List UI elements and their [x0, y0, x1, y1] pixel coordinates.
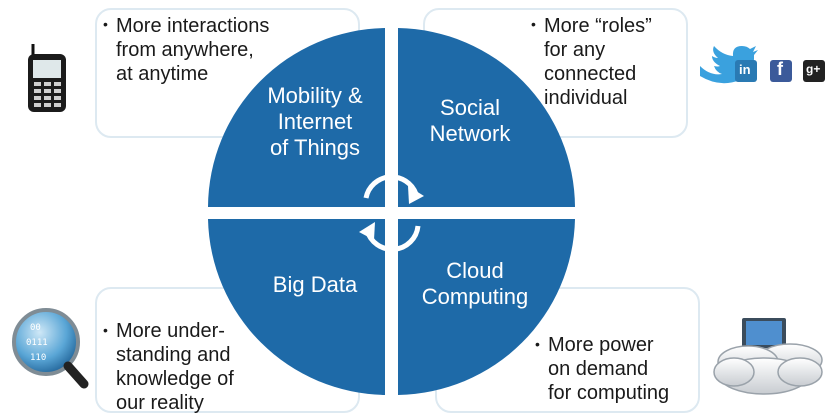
text-line: More “roles”: [544, 15, 652, 37]
quadrant-top-right: [398, 28, 575, 207]
svg-text:0111: 0111: [26, 338, 48, 348]
text-line: for computing: [548, 382, 670, 404]
bullet-top-left: •: [103, 16, 108, 32]
text-line: Big Data: [272, 272, 358, 297]
text-line: from anywhere,: [116, 39, 254, 61]
text-line: More under-: [116, 320, 225, 342]
svg-text:110: 110: [30, 353, 46, 363]
text-line: Cloud: [446, 258, 504, 283]
text-line: Computing: [421, 284, 529, 309]
text-line: More interactions: [116, 15, 270, 37]
quadrant-top-left: [208, 28, 385, 207]
quadrant-label-bottom-left: Big Data: [250, 272, 380, 298]
text-line: Mobility &: [267, 83, 363, 108]
text-line: Social: [440, 95, 500, 120]
bullet-top-right: •: [531, 16, 536, 32]
text-line: Network: [429, 121, 511, 146]
cycle-arrowhead-top: [408, 186, 424, 204]
bullet-bottom-right: •: [535, 336, 540, 352]
text-line: knowledge of: [116, 368, 234, 390]
text-line: at anytime: [116, 63, 209, 85]
google-plus-glyph: g+: [806, 62, 821, 76]
facebook-glyph: f: [777, 59, 783, 79]
linkedin-icon: [735, 60, 757, 82]
text-line: standing and: [116, 344, 231, 366]
text-line: Internet: [277, 109, 353, 134]
text-line: our reality: [116, 392, 204, 414]
quadrant-bottom-right: [398, 219, 575, 395]
cycle-arrowhead-bottom: [359, 222, 375, 240]
text-line: of Things: [269, 135, 361, 160]
text-line: connected: [544, 63, 637, 85]
text-line: individual: [544, 87, 628, 109]
bullet-bottom-left: •: [103, 322, 108, 338]
facebook-icon: [770, 60, 792, 82]
linkedin-glyph: in: [739, 62, 751, 77]
text-line: for any: [544, 39, 606, 61]
text-line: More power: [548, 334, 654, 356]
svg-text:00: 00: [30, 323, 41, 333]
quadrant-bottom-left: [208, 219, 385, 395]
text-line: on demand: [548, 358, 649, 380]
google-plus-icon: [803, 60, 825, 82]
